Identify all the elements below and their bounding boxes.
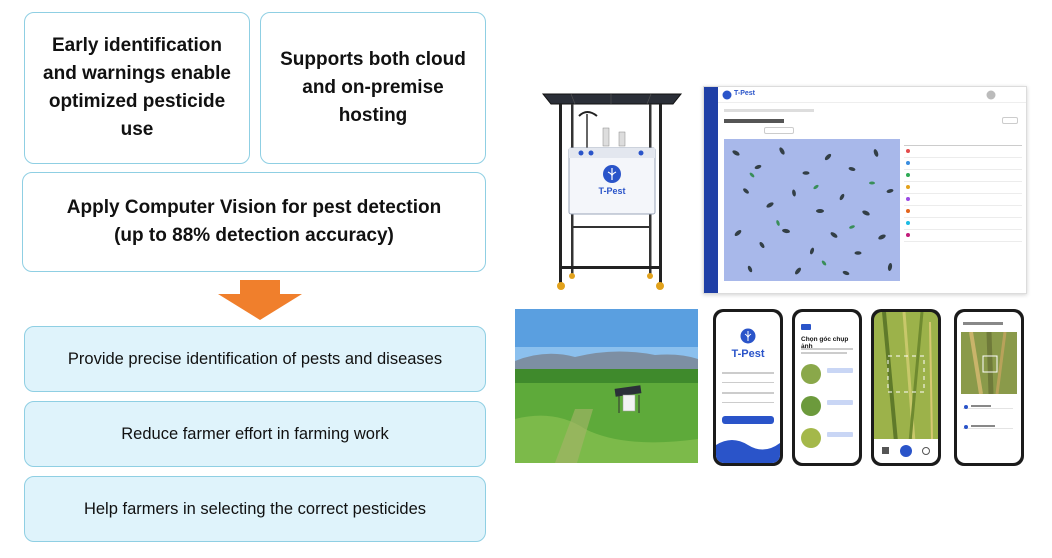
dashboard-logo-icon xyxy=(722,90,732,100)
page-title xyxy=(724,119,784,123)
benefit-early-warning-box: Early identification and warnings enable… xyxy=(24,12,250,164)
rice-field-photo xyxy=(515,309,698,463)
phone-screen: Chọn góc chụp ảnh xyxy=(795,312,859,463)
phone-screen xyxy=(957,312,1021,463)
down-arrow-icon xyxy=(218,280,302,320)
detection-table xyxy=(904,135,1022,285)
benefit-computer-vision-box: Apply Computer Vision for pest detection… xyxy=(22,172,486,272)
dashboard-sidebar xyxy=(704,87,718,293)
phone-logo-badge xyxy=(801,324,811,330)
angle-options xyxy=(801,364,853,448)
avatar-icon xyxy=(986,90,996,100)
tpest-logo-icon xyxy=(740,328,756,344)
benefit-early-warning-text: Early identification and warnings enable… xyxy=(43,35,231,140)
outcome-box-3: Help farmers in selecting the correct pe… xyxy=(24,476,486,542)
pest-trap-device-image: T-Pest xyxy=(541,93,683,290)
phone-screen xyxy=(874,312,938,463)
dashboard-brand-label: T-Pest xyxy=(734,90,756,97)
phone-brand-label: T-Pest xyxy=(731,348,765,360)
benefit-computer-vision-text: Apply Computer Vision for pest detection… xyxy=(66,197,442,246)
outcome-box-2: Reduce farmer effort in farming work xyxy=(24,401,486,467)
phone-angle-screen: Chọn góc chụp ảnh xyxy=(792,309,862,466)
outcome-text-1: Provide precise identification of pests … xyxy=(67,349,443,368)
benefit-hosting-text: Supports both cloud and on-premise hosti… xyxy=(280,49,466,126)
result-photo xyxy=(961,332,1017,394)
benefit-hosting-box: Supports both cloud and on-premise hosti… xyxy=(260,12,486,164)
login-button[interactable] xyxy=(722,416,774,424)
phone-camera-screen xyxy=(871,309,941,466)
outcome-text-2: Reduce farmer effort in farming work xyxy=(121,424,389,443)
phone-result-screen xyxy=(954,309,1024,466)
phone-screen: T-Pest xyxy=(716,312,780,463)
outcome-box-1: Provide precise identification of pests … xyxy=(24,326,486,392)
shutter-button[interactable] xyxy=(900,445,912,457)
breadcrumb xyxy=(724,109,814,112)
web-dashboard-screenshot: T-Pest xyxy=(703,86,1027,294)
device-brand-label: T-Pest xyxy=(598,186,625,196)
dashboard-select xyxy=(764,127,794,134)
dashboard-topbar xyxy=(704,87,1026,103)
dashboard-button xyxy=(1002,117,1018,124)
phone-heading: Chọn góc chụp ảnh xyxy=(801,336,849,350)
phone-login-screen: T-Pest xyxy=(713,309,783,466)
outcome-text-3: Help farmers in selecting the correct pe… xyxy=(83,499,427,518)
pest-trap-photo xyxy=(724,139,900,281)
